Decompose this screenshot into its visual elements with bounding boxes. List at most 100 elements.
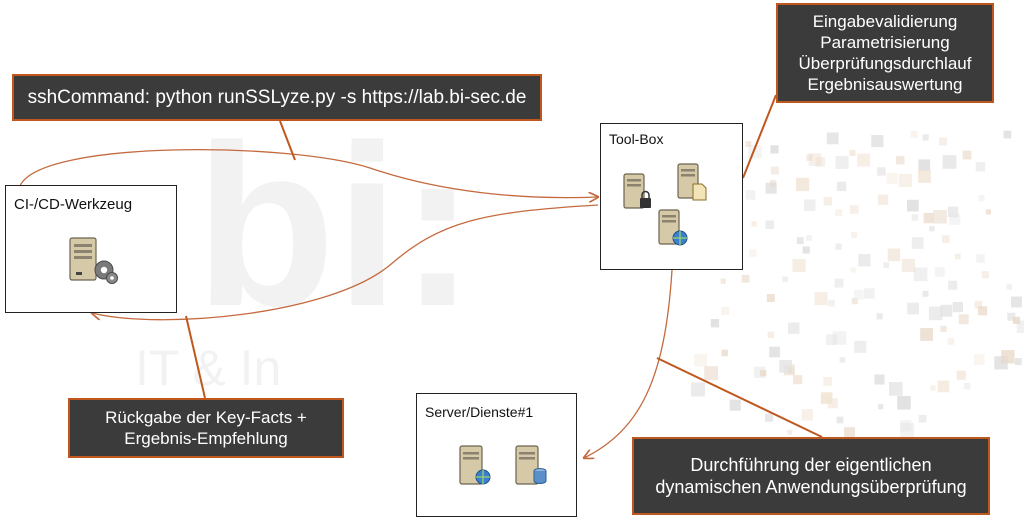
background-dot xyxy=(939,137,948,146)
dynamic-check-line: Durchführung der eigentlichen xyxy=(690,454,932,475)
background-dot xyxy=(895,155,905,165)
background-dot xyxy=(835,243,842,250)
background-dot xyxy=(820,392,833,404)
background-dot xyxy=(844,427,855,438)
background-dot xyxy=(854,340,867,353)
background-dot xyxy=(826,334,837,346)
background-dot xyxy=(913,267,928,282)
background-dot xyxy=(766,294,775,303)
background-dot xyxy=(834,278,844,288)
request-connector xyxy=(19,149,598,198)
background-dot xyxy=(850,267,856,273)
background-dot xyxy=(832,331,847,345)
background-dot xyxy=(900,423,915,437)
background-dot xyxy=(787,367,794,374)
toolbox-steps-callout: Eingabevalidierung Parametrisierung Über… xyxy=(776,3,994,103)
background-dot xyxy=(745,141,752,147)
background-dot xyxy=(788,322,800,334)
background-dot xyxy=(974,300,983,309)
toolbox-step: Überprüfungsdurchlauf xyxy=(798,54,972,73)
server-gear-icon xyxy=(69,237,118,284)
durchfuehrung-leader-line xyxy=(656,357,823,438)
background-dot xyxy=(802,246,810,254)
return-facts-line: Rückgabe der Key-Facts + xyxy=(105,407,307,427)
background-dot xyxy=(901,258,916,273)
background-dot xyxy=(956,370,966,380)
background-dot xyxy=(857,153,870,167)
return-facts-callout: Rückgabe der Key-Facts + Ergebnis-Empfeh… xyxy=(68,398,344,458)
background-dot xyxy=(1011,296,1022,308)
background-dot xyxy=(934,266,945,277)
background-dot xyxy=(937,380,950,393)
background-dot xyxy=(826,132,839,145)
background-dot xyxy=(978,195,985,202)
ssh-command-callout: sshCommand: python runSSLyze.py -s https… xyxy=(12,74,542,121)
background-dot xyxy=(815,157,826,167)
background-dot xyxy=(911,214,919,221)
dispatch-connector xyxy=(584,269,673,458)
background-dot xyxy=(721,349,728,357)
background-dot xyxy=(918,159,931,171)
background-dot xyxy=(796,237,804,245)
background-dot xyxy=(765,413,774,422)
background-dot xyxy=(928,306,943,321)
background-dot xyxy=(878,404,884,410)
server-lock-icon xyxy=(623,173,651,209)
background-dot xyxy=(864,288,875,299)
background-dot xyxy=(771,166,779,175)
background-dot xyxy=(749,249,757,257)
background-dot xyxy=(793,375,803,385)
background-dot xyxy=(930,385,936,391)
background-dot xyxy=(973,354,985,365)
background-dot xyxy=(911,237,924,249)
background-dot xyxy=(918,170,931,183)
background-dot xyxy=(1014,358,1022,365)
background-dot xyxy=(1016,320,1024,333)
background-dot xyxy=(849,149,856,156)
background-dot xyxy=(1001,350,1015,364)
background-dot xyxy=(976,254,985,263)
background-dot xyxy=(977,306,988,316)
background-dot xyxy=(751,221,757,227)
background-dot xyxy=(929,226,935,232)
toolbox-step: Eingabevalidierung xyxy=(812,11,958,31)
background-dot xyxy=(806,154,813,161)
background-dot xyxy=(853,289,864,300)
background-dot xyxy=(721,306,730,315)
background-dot xyxy=(897,396,911,410)
background-dot xyxy=(823,197,833,206)
background-dot xyxy=(767,331,774,338)
background-dot xyxy=(836,416,844,424)
background-dot xyxy=(770,179,777,187)
background-dot xyxy=(910,130,918,138)
background-dot xyxy=(765,182,777,194)
background-dot xyxy=(962,150,972,160)
server-node: Server/Dienste#1 xyxy=(416,393,577,517)
toolbox-step: Parametrisierung xyxy=(820,32,950,52)
background-dot xyxy=(806,235,812,241)
toolbox-node-title: Tool-Box xyxy=(609,131,664,147)
background-dot xyxy=(835,155,849,169)
background-dot xyxy=(900,420,912,432)
background-dot xyxy=(981,271,989,279)
background-dot xyxy=(958,314,969,325)
background-dot xyxy=(851,232,858,238)
background-dot xyxy=(889,382,903,396)
background-dot xyxy=(877,194,889,205)
server-document-icon xyxy=(677,163,707,201)
watermark-tagline: IT & In xyxy=(135,340,281,396)
background-dot xyxy=(787,429,793,435)
ssh-leader-line xyxy=(279,120,296,161)
background-dot xyxy=(792,259,806,273)
background-dot xyxy=(877,167,886,176)
background-dot xyxy=(710,319,720,328)
background-dot xyxy=(720,278,726,284)
background-dot xyxy=(952,301,963,313)
background-dot xyxy=(933,210,947,224)
toolbox-step: Ergebnisauswertung xyxy=(807,75,963,95)
dynamic-check-callout: Durchführung der eigentlichen dynamische… xyxy=(632,437,990,515)
background-dot xyxy=(876,313,883,320)
background-dot xyxy=(779,360,792,373)
background-dot xyxy=(770,145,779,154)
